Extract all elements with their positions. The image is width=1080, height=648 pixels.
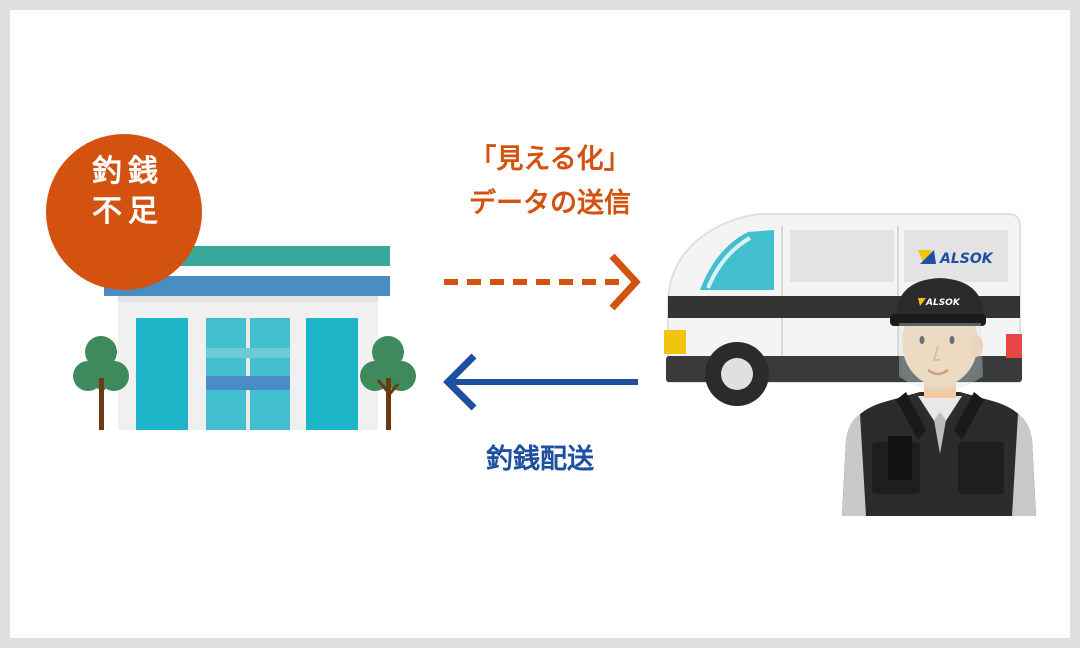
badge-line-1: 釣銭	[92, 154, 164, 189]
van-logo-text: ALSOK	[939, 251, 994, 267]
data-transfer-line-1: 「見える化」	[469, 144, 631, 175]
data-transfer-arrow	[444, 253, 641, 311]
badge-line-2: 不足	[92, 194, 164, 229]
shortage-badge	[46, 134, 202, 290]
shortage-badge-label: 釣銭 不足	[66, 152, 190, 232]
tree-right	[360, 336, 416, 430]
security-guard: ALSOK	[842, 278, 1036, 516]
cash-delivery-label: 釣銭配送	[486, 444, 594, 475]
cash-delivery-arrow	[443, 353, 638, 411]
store-building	[104, 246, 390, 430]
helmet-logo-text: ALSOK	[925, 298, 961, 308]
data-transfer-line-2: データの送信	[469, 188, 631, 219]
data-transfer-label: 「見える化」 データの送信	[430, 138, 670, 226]
tree-left	[73, 336, 129, 430]
